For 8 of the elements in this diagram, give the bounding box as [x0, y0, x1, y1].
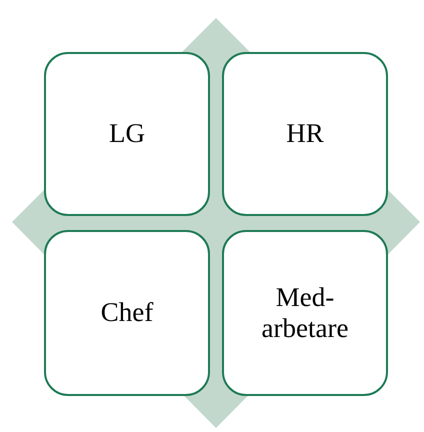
box-label: Chef [100, 297, 154, 329]
rounded-box [222, 52, 388, 216]
box-label: Med- arbetare [260, 282, 350, 344]
box-label: HR [286, 118, 324, 150]
box-label: LG [109, 118, 145, 150]
rounded-box [44, 52, 210, 216]
rounded-box [222, 230, 388, 396]
rounded-box [44, 230, 210, 396]
